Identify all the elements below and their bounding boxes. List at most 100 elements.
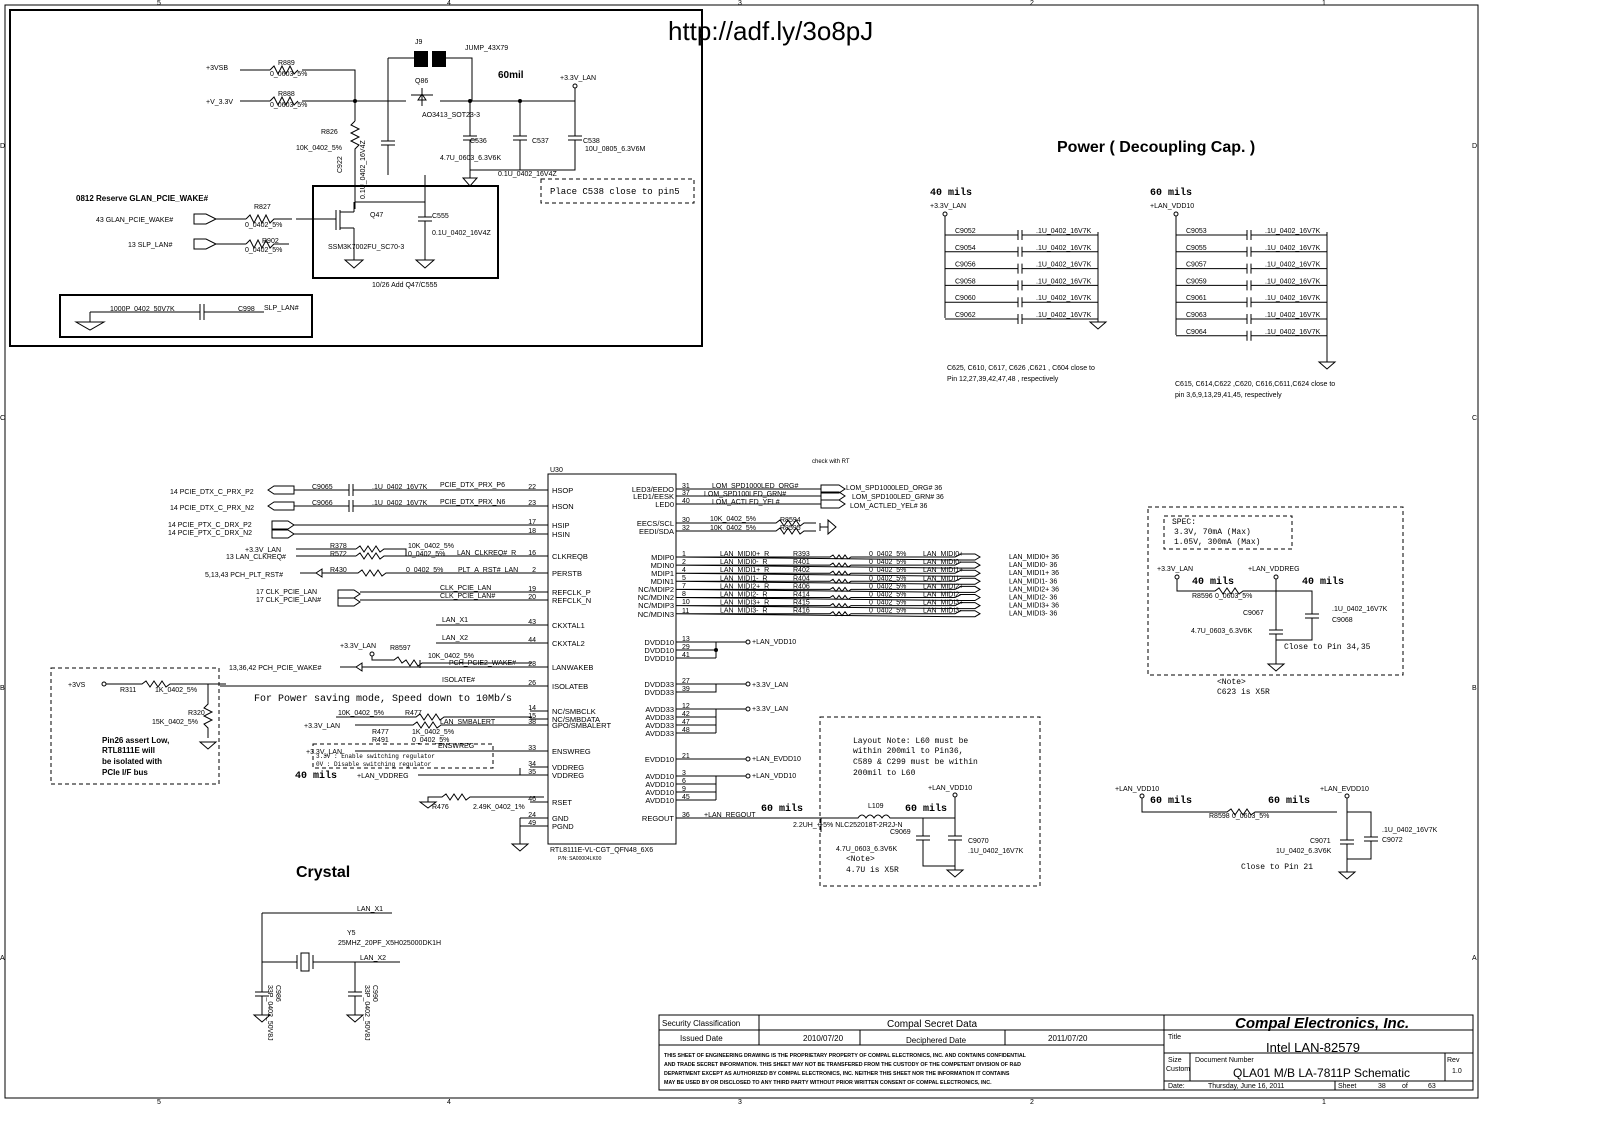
col-marker: 3 (738, 0, 742, 7)
q47-value: SSM3K7002FU_SC70-3 (328, 244, 404, 251)
of-value: 63 (1428, 1083, 1436, 1090)
q86-value: AO3413_SOT23-3 (422, 112, 480, 119)
ic-pin-number: 42 (682, 711, 690, 718)
r476-value: 2.49K_0402_1% (473, 804, 525, 811)
decap-right-value: .1U_0402_16V7K (1265, 329, 1321, 336)
c537-label: C537 (532, 138, 549, 145)
r320-value: 15K_0402_5% (152, 719, 198, 726)
c536-value: 4.7U_0603_6.3V6K (440, 155, 501, 162)
ic-pin-number: 35 (528, 769, 536, 776)
ic-pin-number: 4 (682, 567, 686, 574)
ic-pin-name: AVDD10 (645, 796, 674, 805)
net-vddreg: +LAN_VDDREG (357, 773, 409, 780)
net-lan33-wake: +3.3V_LAN (340, 643, 376, 650)
spec-box: SPEC: 3.3V, 70mA (Max) 1.05V, 300mA (Max… (1147, 506, 1404, 697)
q86-label: Q86 (415, 78, 428, 85)
net-dtx-p: 14 PCIE_DTX_C_PRX_P2 (170, 489, 254, 496)
net-3vsb: +3VSB (206, 65, 228, 72)
crystal-block: Crystal LAN_X1 Y5 25MHZ_20PF_X5H025000DK… (252, 864, 441, 1041)
mdi-net-ext: LAN_MIDI2+ 36 (1009, 586, 1059, 593)
decap-left-value: .1U_0402_16V7K (1036, 278, 1092, 285)
add-note: 10/26 Add Q47/C555 (372, 282, 437, 289)
ic-pin-name: HSON (552, 502, 574, 511)
ic-pin-number: 29 (682, 644, 690, 651)
evdd-block: +LAN_VDD10 +LAN_EVDD10 60 mils 60 mils R… (1115, 786, 1438, 880)
issued-label: Issued Date (680, 1034, 723, 1043)
l109-value: 2.2UH_+-5% NLC252018T-2R2J-N (793, 822, 903, 829)
ic-pin-name: MDIP0 (651, 553, 674, 562)
layout-note-box: Layout Note: L60 must be within 200mil t… (793, 716, 1041, 887)
col-marker: 1 (1322, 0, 1326, 7)
net-clk-p: 17 CLK_PCIE_LAN (256, 589, 317, 596)
ic-pin-name: DVDD10 (644, 654, 674, 663)
net-x1: LAN_X1 (442, 617, 468, 624)
ic-pin-number: 2 (682, 559, 686, 566)
r476-label: R476 (432, 804, 449, 811)
col-marker: 2 (1030, 1099, 1034, 1106)
ic-part: RTL8111E-VL-CGT_QFN48_6X6 (550, 847, 653, 854)
decap-left-label: C9054 (955, 245, 976, 252)
c536-label: C536 (470, 138, 487, 145)
ic-pin-name: AVDD10 (645, 772, 674, 781)
ic-pin-number: 11 (682, 608, 689, 615)
ic-pin-name: MDIN1 (651, 577, 674, 586)
ic-pin-name: PERSTB (552, 569, 582, 578)
net-pch-wake: 13,36,42 PCH_PCIE_WAKE# (229, 665, 321, 672)
mdi-resistor-value: 0_0402_5% (869, 575, 906, 582)
decoupling-right-caps: C9053.1U_0402_16V7KC9055.1U_0402_16V7KC9… (1176, 228, 1327, 341)
regout-mils: 60 mils (761, 803, 803, 815)
decap-right-value: .1U_0402_16V7K (1265, 262, 1321, 269)
mdi-resistor-value: 0_0402_5% (869, 559, 906, 566)
reserve-note: 0812 Reserve GLAN_PCIE_WAKE# (76, 194, 209, 203)
mdi-net-ext: LAN_MIDI1+ 36 (1009, 570, 1059, 577)
r320-label: R320 (188, 710, 205, 717)
net-glan-wake: 43 GLAN_PCIE_WAKE# (96, 217, 173, 224)
r889-label: R889 (278, 60, 295, 67)
ic-pin-name: LED0 (655, 500, 674, 509)
evdd-mils-a: 60 mils (1150, 795, 1192, 807)
decap-right-value: .1U_0402_16V7K (1265, 245, 1321, 252)
layout-note-title: <Note> (846, 855, 875, 864)
url-watermark[interactable]: http://adf.ly/3o8pJ (668, 16, 873, 46)
isolate-box: +3VS R311 1K_0402_5% R320 15K_0402_5% Pi… (50, 667, 226, 785)
decoupling-title: Power ( Decoupling Cap. ) (1057, 139, 1255, 156)
decap-left-label: C9062 (955, 312, 976, 319)
c998-label: C998 (238, 306, 255, 313)
ic-pin-number: 41 (682, 652, 690, 659)
c998-value: 1000P_0402_50V7K (110, 306, 175, 313)
ic-pin-name: LED3/EEDO (632, 485, 674, 494)
j9-label: J9 (415, 39, 423, 46)
ic-pin-number: 40 (682, 498, 690, 505)
mdi-net-ext: LAN_MIDI2- 36 (1009, 595, 1057, 602)
mdi-net-in: LAN_MIDI1-_R (720, 575, 767, 582)
power-save-note: For Power saving mode, Speed down to 10M… (254, 693, 512, 705)
c9066-value: .1U_0402_16V7K (372, 500, 428, 507)
mdi-net-ext: LAN_MIDI3+ 36 (1009, 603, 1059, 610)
r8595-value: 10K_0402_5% (710, 525, 756, 532)
r8598-label: R8598 (1209, 813, 1230, 820)
mdi-net-ext: LAN_MIDI0- 36 (1009, 562, 1057, 569)
date-label: Date: (1168, 1083, 1185, 1090)
decap-right-value: .1U_0402_16V7K (1265, 295, 1321, 302)
decoupling-right-mils: 60 mils (1150, 187, 1192, 199)
mdi-resistor: R406 (793, 583, 810, 590)
right-nets: LOM_SPD1000LED_ORG# LOM_SPD100LED_GRN# L… (675, 483, 1059, 832)
rev-value: 1.0 (1452, 1068, 1462, 1075)
net-clk-p2: CLK_PCIE_LAN (440, 585, 491, 592)
r477b-value: 0_0402_5% (412, 737, 449, 744)
legal-line3: DEPARTMENT EXCEPT AS AUTHORIZED BY COMPA… (664, 1071, 1010, 1077)
sheet-value: 38 (1378, 1083, 1386, 1090)
net-led1: LOM_SPD1000LED_ORG# (712, 483, 798, 490)
net-pdtx-p: PCIE_DTX_PRX_P6 (440, 482, 505, 489)
isolate-note2: RTL8111E will (102, 746, 155, 755)
ic-pin-name: DVDD33 (644, 688, 674, 697)
power-switch-block: +3VSB +V_3.3V R889 0_0603_5% R888 0_0603… (9, 9, 703, 347)
row-marker: C (0, 415, 5, 422)
col-marker: 5 (157, 0, 161, 7)
r8594-label: R8594 (780, 517, 801, 524)
decap-left-value: .1U_0402_16V7K (1036, 245, 1092, 252)
col-marker: 1 (1322, 1099, 1326, 1106)
ic-pin-name: DVDD33 (644, 680, 674, 689)
check-note: check with RT (812, 459, 850, 465)
